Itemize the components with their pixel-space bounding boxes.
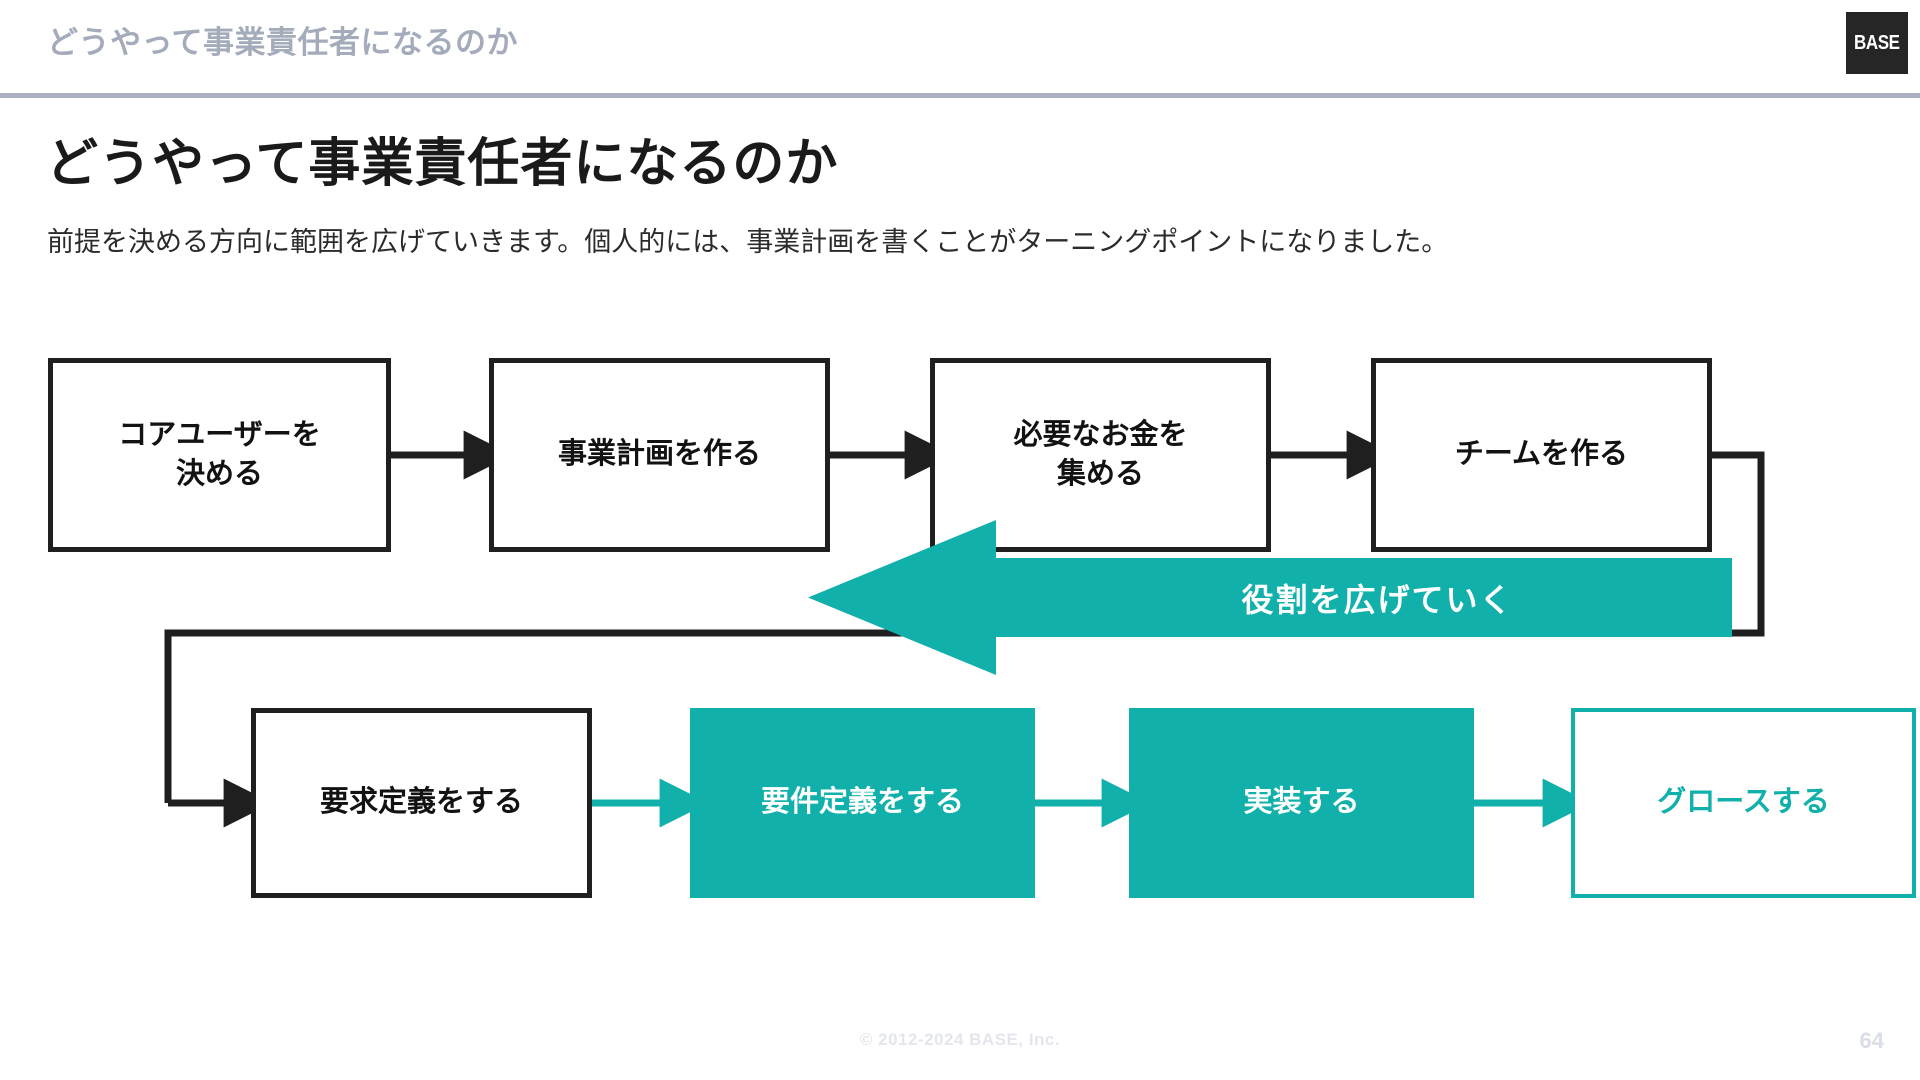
footer-copyright: © 2012-2024 BASE, Inc. [859, 1030, 1061, 1049]
page-title: どうやって事業責任者になるのか [46, 135, 839, 193]
node-business-plan[interactable]: 事業計画を作る [489, 358, 830, 552]
node-raise-money[interactable]: 必要なお金を 集める [930, 358, 1271, 552]
node-build-team-label: チームを作る [1454, 438, 1629, 471]
node-requirement-definition[interactable]: 要件定義をする [690, 708, 1035, 898]
node-request-definition[interactable]: 要求定義をする [251, 708, 592, 898]
page-subtitle: 前提を決める方向に範囲を広げていきます。個人的には、事業計画を書くことがターニン… [47, 227, 1449, 257]
node-growth[interactable]: グロースする [1571, 708, 1916, 898]
header-breadcrumb-title: どうやって事業責任者になるのか [47, 25, 518, 60]
node-requirement-definition-label: 要件定義をする [760, 786, 964, 819]
band-arrow-role-expansion: 役割を広げていく [808, 520, 1732, 675]
band-arrow-label: 役割を広げていく [1241, 581, 1514, 618]
node-raise-money-label: 必要なお金を 集める [1013, 418, 1188, 490]
node-implement-label: 実装する [1243, 786, 1360, 819]
page-number: 64 [1859, 1028, 1884, 1053]
node-implement[interactable]: 実装する [1129, 708, 1474, 898]
node-core-user-label: コアユーザーを 決める [118, 418, 321, 490]
base-logo: BASE [1846, 12, 1908, 74]
slide-header: どうやって事業責任者になるのか BASE [0, 0, 1920, 98]
header-divider [0, 93, 1920, 98]
node-business-plan-label: 事業計画を作る [557, 438, 761, 471]
base-logo-text: BASE [1854, 31, 1900, 54]
node-build-team[interactable]: チームを作る [1371, 358, 1712, 552]
node-core-user[interactable]: コアユーザーを 決める [48, 358, 391, 552]
band-arrow-shape [808, 520, 1732, 675]
node-request-definition-label: 要求定義をする [319, 786, 523, 819]
node-growth-label: グロースする [1657, 786, 1830, 819]
